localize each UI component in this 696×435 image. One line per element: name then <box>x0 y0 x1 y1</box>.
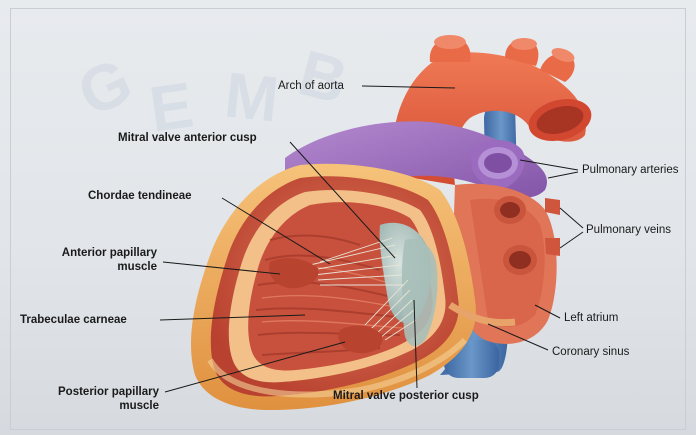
leader-pulmonary-veins <box>560 232 583 248</box>
label-trabeculae-carneae: Trabeculae carneae <box>20 314 127 327</box>
pulmonary-vein-stub <box>545 198 560 215</box>
pulmonary-vein-lumen <box>500 202 520 218</box>
aorta-branch-opening <box>434 35 466 49</box>
label-anterior-papillary-muscle-1: Anterior papillary <box>33 247 157 260</box>
label-posterior-papillary-muscle-1: Posterior papillary <box>33 386 159 399</box>
label-coronary-sinus: Coronary sinus <box>552 346 629 359</box>
leader-pulmonary-veins <box>560 208 583 228</box>
label-pulmonary-veins: Pulmonary veins <box>586 224 671 237</box>
label-chordae-tendineae: Chordae tendineae <box>88 190 192 203</box>
aorta-branch-opening <box>511 38 537 50</box>
leader-pulmonary-arteries <box>548 172 578 178</box>
label-anterior-papillary-muscle-2: muscle <box>33 261 157 274</box>
label-posterior-papillary-muscle-2: muscle <box>33 400 159 413</box>
label-left-atrium: Left atrium <box>564 312 618 325</box>
label-mitral-valve-anterior-cusp: Mitral valve anterior cusp <box>118 132 257 145</box>
label-mitral-valve-posterior-cusp: Mitral valve posterior cusp <box>333 390 479 403</box>
label-pulmonary-arteries: Pulmonary arteries <box>582 164 679 177</box>
label-arch-of-aorta: Arch of aorta <box>278 80 344 93</box>
pulmonary-artery-lumen <box>484 153 512 173</box>
pulmonary-vein-lumen <box>509 251 531 269</box>
pulmonary-vein-stub <box>545 238 560 256</box>
